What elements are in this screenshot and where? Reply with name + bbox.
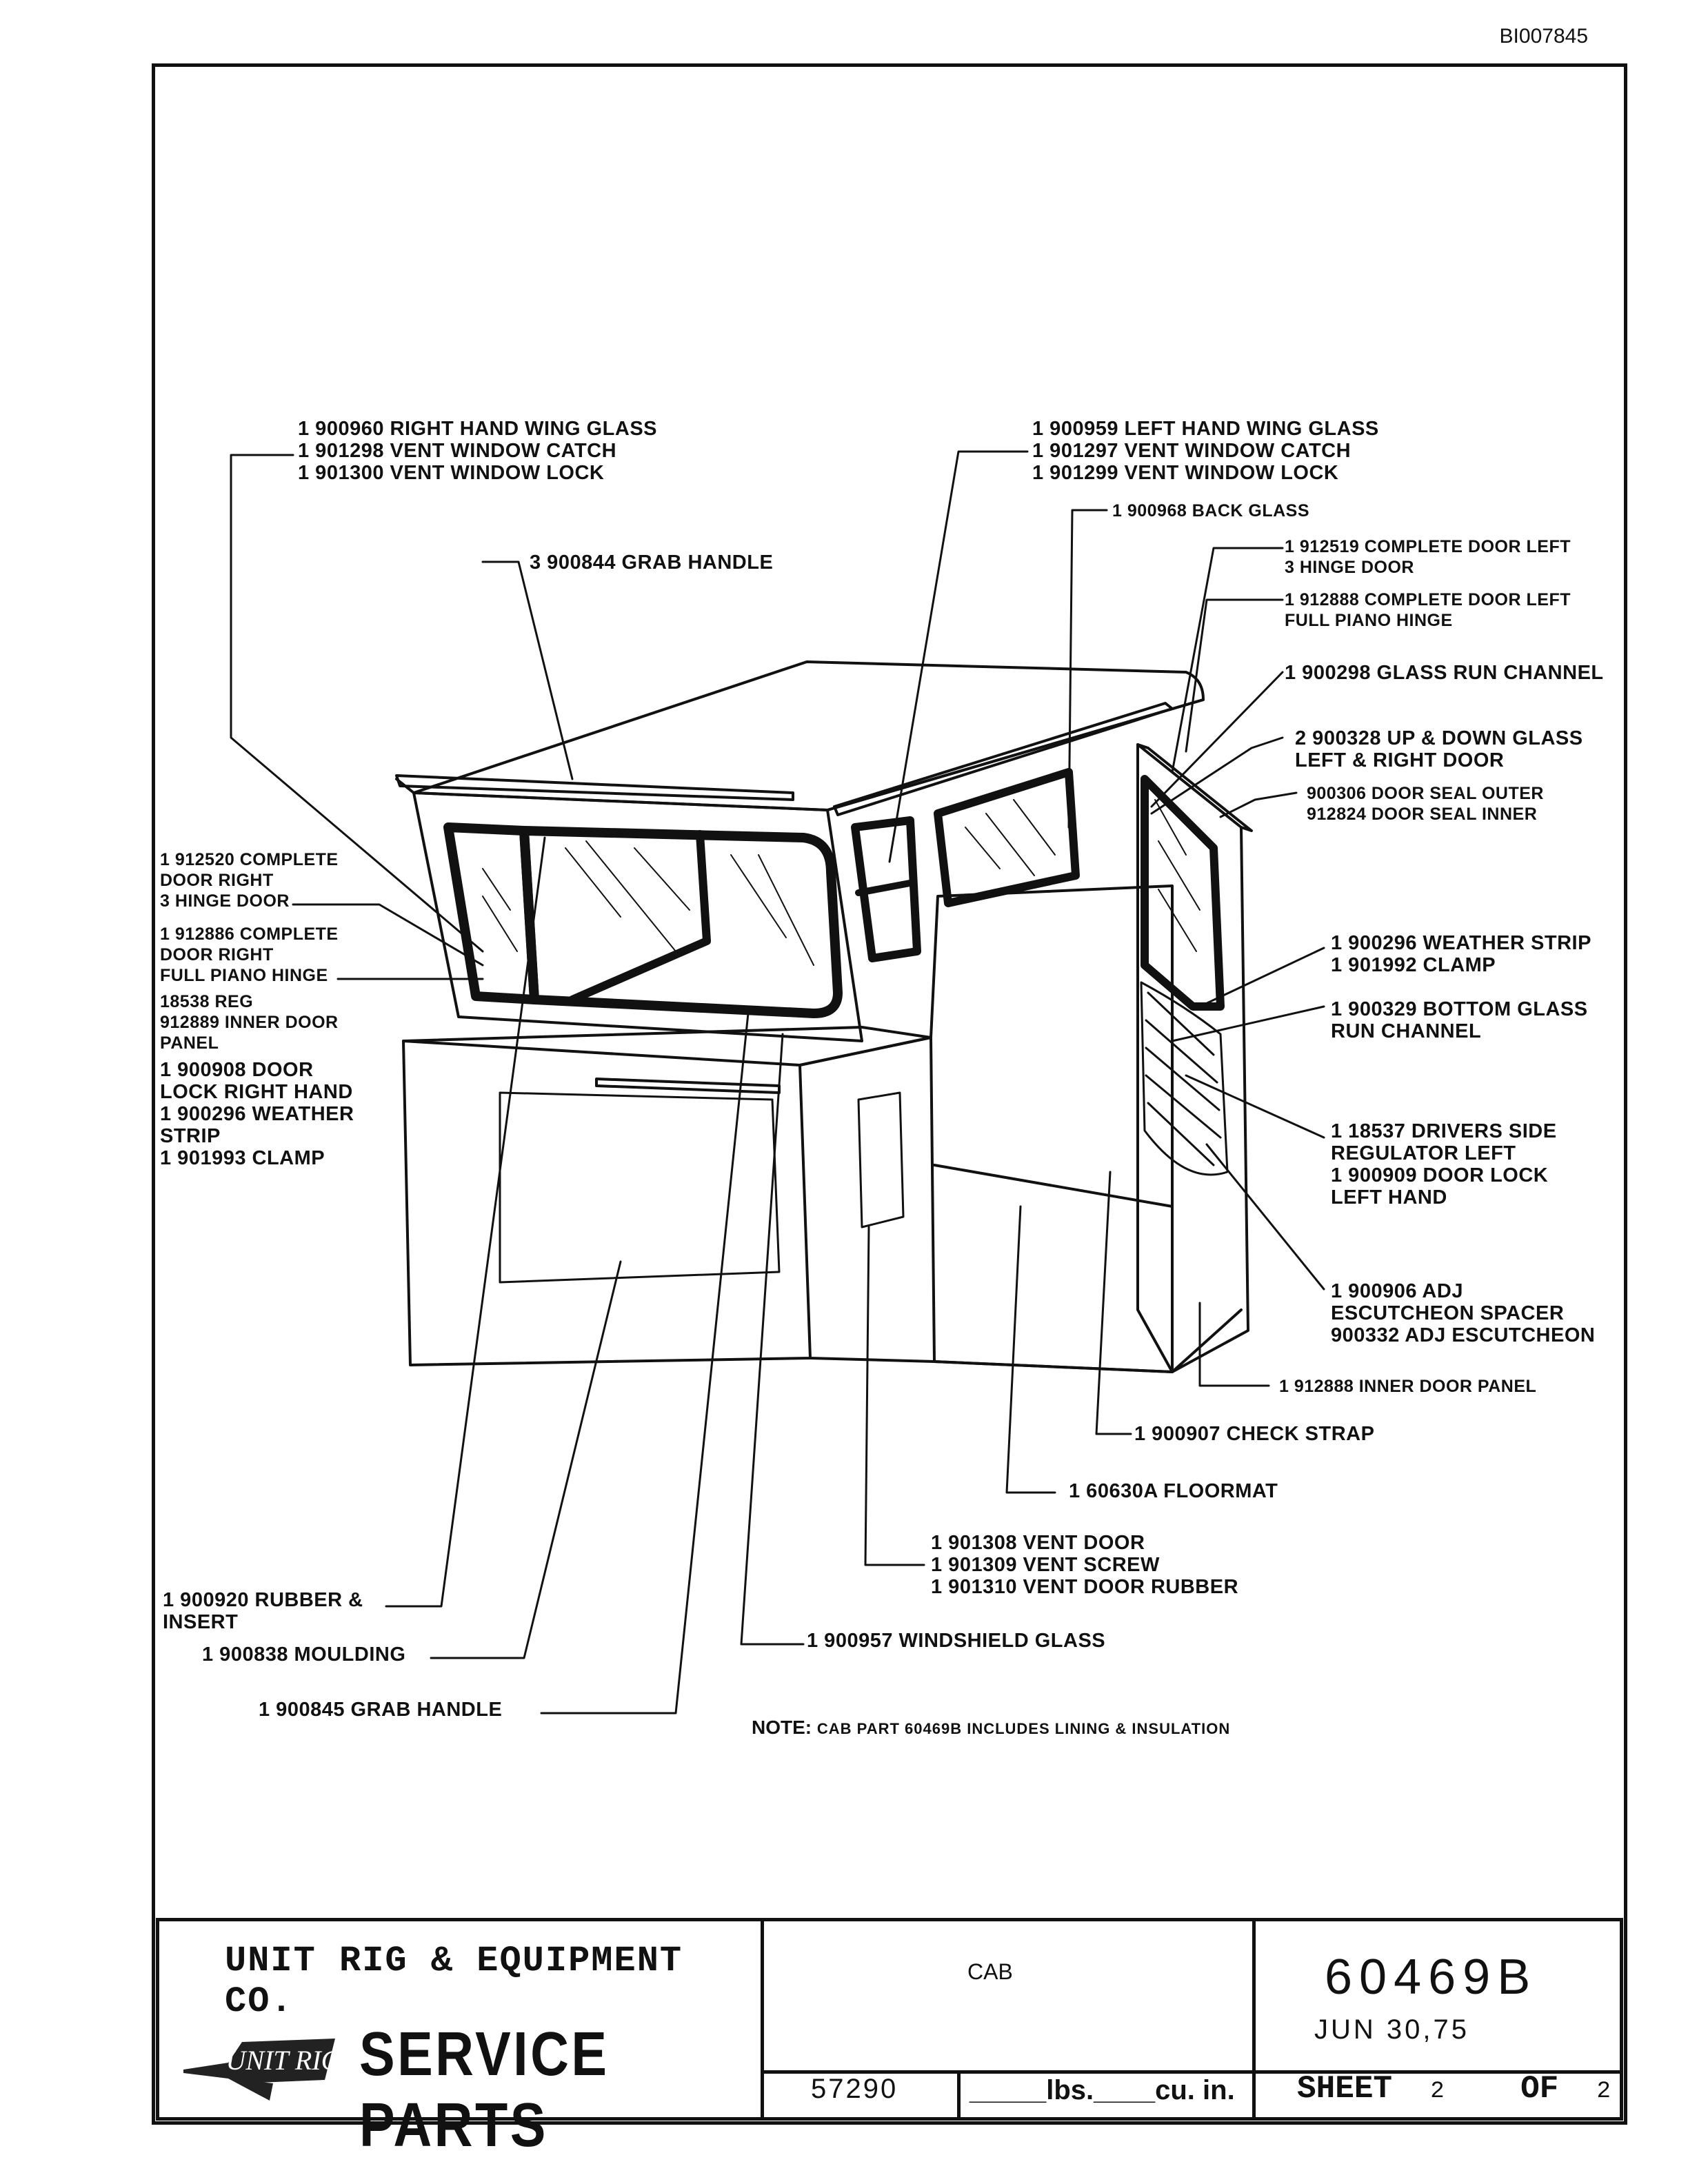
note-text: CAB PART 60469B INCLUDES LINING & INSULA… [816, 1720, 1231, 1737]
cab-rear [930, 884, 1174, 1373]
drawing-frame [152, 63, 1627, 2125]
back-glass [934, 768, 1080, 907]
windshield-divider [568, 830, 711, 1004]
weight-value: 57290 [811, 2074, 898, 2104]
label-door-seal: 900306 DOOR SEAL OUTER 912824 DOOR SEAL … [1307, 784, 1544, 824]
windshield-main [519, 826, 843, 1018]
label-bottom-glass-run: 1 900329 BOTTOM GLASS RUN CHANNEL [1331, 998, 1588, 1042]
label-rh-wing-glass: 1 900960 RIGHT HAND WING GLASS 1 901298 … [298, 418, 657, 484]
sheet-info: SHEET 2 OF 2 [1297, 2071, 1611, 2107]
label-weather-strip: 1 900296 WEATHER STRIP 1 901992 CLAMP [1331, 932, 1591, 976]
sheet-cell [1252, 2070, 1623, 2121]
label-inner-door-panel: 1 912888 INNER DOOR PANEL [1279, 1377, 1537, 1396]
logo-text: UNIT RIG [225, 2045, 341, 2076]
label-drivers-regulator: 1 18537 DRIVERS SIDE REGULATOR LEFT 1 90… [1331, 1120, 1557, 1209]
label-grab-handle-top: 3 900844 GRAB HANDLE [530, 552, 774, 574]
units-field: _____lbs.____cu. in. [969, 2075, 1235, 2105]
cab-front [412, 791, 863, 1042]
sheet-number: 2 [1430, 2079, 1445, 2105]
service-parts-title: SERVICE PARTS [359, 2020, 610, 2160]
description-cell [761, 1918, 1256, 2074]
roof [412, 660, 1205, 811]
floor [933, 1164, 1243, 1373]
title-company-cell: UNIT RIG & EQUIPMENT CO. UNIT RIG SERVIC… [156, 1918, 764, 2160]
leader-lines [230, 450, 1325, 1715]
sheet-label: SHEET [1297, 2071, 1393, 2107]
title-block: UNIT RIG & EQUIPMENT CO. UNIT RIG SERVIC… [156, 1918, 1623, 2160]
unit-rig-logo-icon: UNIT RIG [183, 2039, 341, 2101]
gutter-right [833, 702, 1174, 816]
description: CAB [967, 1959, 1013, 1984]
company-name: UNIT RIG & EQUIPMENT CO. [225, 1941, 683, 2022]
label-check-strap: 1 900907 CHECK STRAP [1134, 1423, 1375, 1445]
door [1136, 743, 1249, 1373]
sheet-total: 2 [1596, 2079, 1611, 2105]
date: JUN 30,75 [1314, 2014, 1469, 2045]
label-glass-run-channel: 1 900298 GLASS RUN CHANNEL [1285, 662, 1604, 684]
wing-glass-mid [855, 879, 917, 896]
vent-door [857, 1091, 905, 1228]
label-floormat: 1 60630A FLOORMAT [1069, 1480, 1278, 1502]
label-door-right-3-hinge: 1 912520 COMPLETE DOOR RIGHT 3 HINGE DOO… [160, 850, 339, 911]
door-glass [1141, 775, 1225, 1011]
label-door-right-piano-hinge: 1 912886 COMPLETE DOOR RIGHT FULL PIANO … [160, 924, 339, 985]
label-right-regulator: 18538 REG 912889 INNER DOOR PANEL [160, 992, 339, 1053]
glass-hatching [482, 799, 1200, 966]
label-door-lock-right: 1 900908 DOOR LOCK RIGHT HAND 1 900296 W… [160, 1059, 354, 1169]
label-door-left-piano-hinge: 1 912888 COMPLETE DOOR LEFT FULL PIANO H… [1285, 590, 1571, 630]
label-moulding: 1 900838 MOULDING [202, 1644, 406, 1666]
label-vent-door: 1 901308 VENT DOOR 1 901309 VENT SCREW 1… [931, 1532, 1239, 1598]
body-side [798, 1036, 936, 1363]
label-rubber-insert: 1 900920 RUBBER & INSERT [163, 1589, 363, 1633]
of-label: OF [1520, 2071, 1559, 2107]
gutter-left [395, 774, 794, 801]
label-grab-handle-bottom: 1 900845 GRAB HANDLE [259, 1699, 503, 1721]
document-id: BI007845 [1499, 25, 1588, 48]
roof-front-edge [395, 698, 1205, 811]
label-windshield-glass: 1 900957 WINDSHIELD GLASS [807, 1630, 1106, 1652]
part-number: 60469B [1325, 1950, 1538, 2005]
moulding-bar [595, 1078, 781, 1094]
label-back-glass: 1 900968 BACK GLASS [1112, 501, 1310, 520]
wing-glass-left [851, 816, 921, 962]
front-panel [499, 1091, 781, 1284]
note: NOTE: CAB PART 60469B INCLUDES LINING & … [752, 1717, 1230, 1739]
label-up-down-glass: 2 900328 UP & DOWN GLASS LEFT & RIGHT DO… [1295, 727, 1583, 771]
label-door-left-3-hinge: 1 912519 COMPLETE DOOR LEFT 3 HINGE DOOR [1285, 537, 1571, 577]
label-lh-wing-glass: 1 900959 LEFT HAND WING GLASS 1 901297 V… [1032, 418, 1379, 484]
label-escutcheon: 1 900906 ADJ ESCUTCHEON SPACER 900332 AD… [1331, 1280, 1596, 1346]
door-edge [1136, 743, 1253, 832]
note-prefix: NOTE: [752, 1717, 812, 1738]
regulator-area [1140, 981, 1229, 1176]
